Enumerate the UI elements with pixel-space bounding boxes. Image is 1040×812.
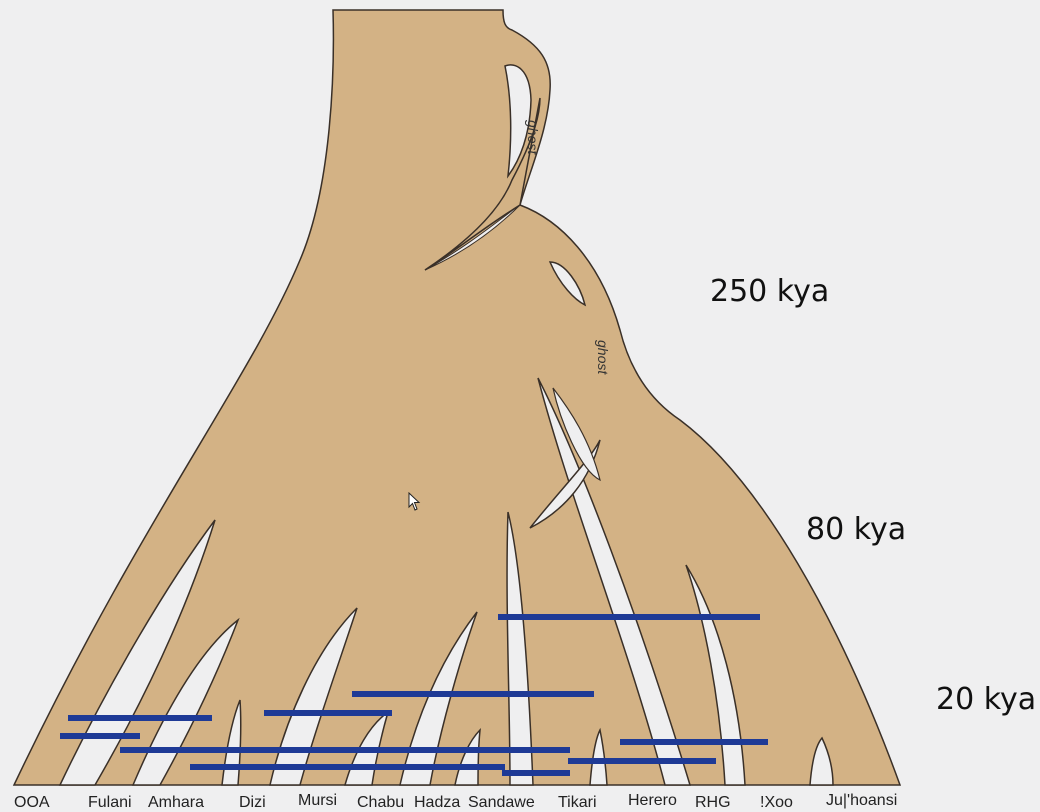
population-label: Amhara bbox=[148, 794, 204, 812]
time-label-80kya: 80 kya bbox=[806, 512, 906, 547]
population-label: RHG bbox=[695, 794, 731, 812]
population-label: Fulani bbox=[88, 794, 132, 812]
ghost-label-lower: ghost bbox=[595, 340, 611, 375]
population-label: Tikari bbox=[558, 794, 597, 812]
time-label-20kya: 20 kya bbox=[936, 682, 1036, 717]
population-label: Mursi bbox=[298, 792, 337, 810]
population-label: Herero bbox=[628, 792, 677, 810]
ghost-label-upper: ghost bbox=[525, 120, 541, 155]
population-label: Chabu bbox=[357, 794, 404, 812]
population-label: Ju|'hoansi bbox=[826, 792, 897, 810]
population-label: Sandawe bbox=[468, 794, 535, 812]
time-label-250kya: 250 kya bbox=[710, 274, 829, 309]
population-label: Dizi bbox=[239, 794, 266, 812]
population-label: OOA bbox=[14, 794, 50, 812]
population-label: !Xoo bbox=[760, 794, 793, 812]
mouse-pointer-icon bbox=[408, 492, 422, 512]
population-label: Hadza bbox=[414, 794, 460, 812]
